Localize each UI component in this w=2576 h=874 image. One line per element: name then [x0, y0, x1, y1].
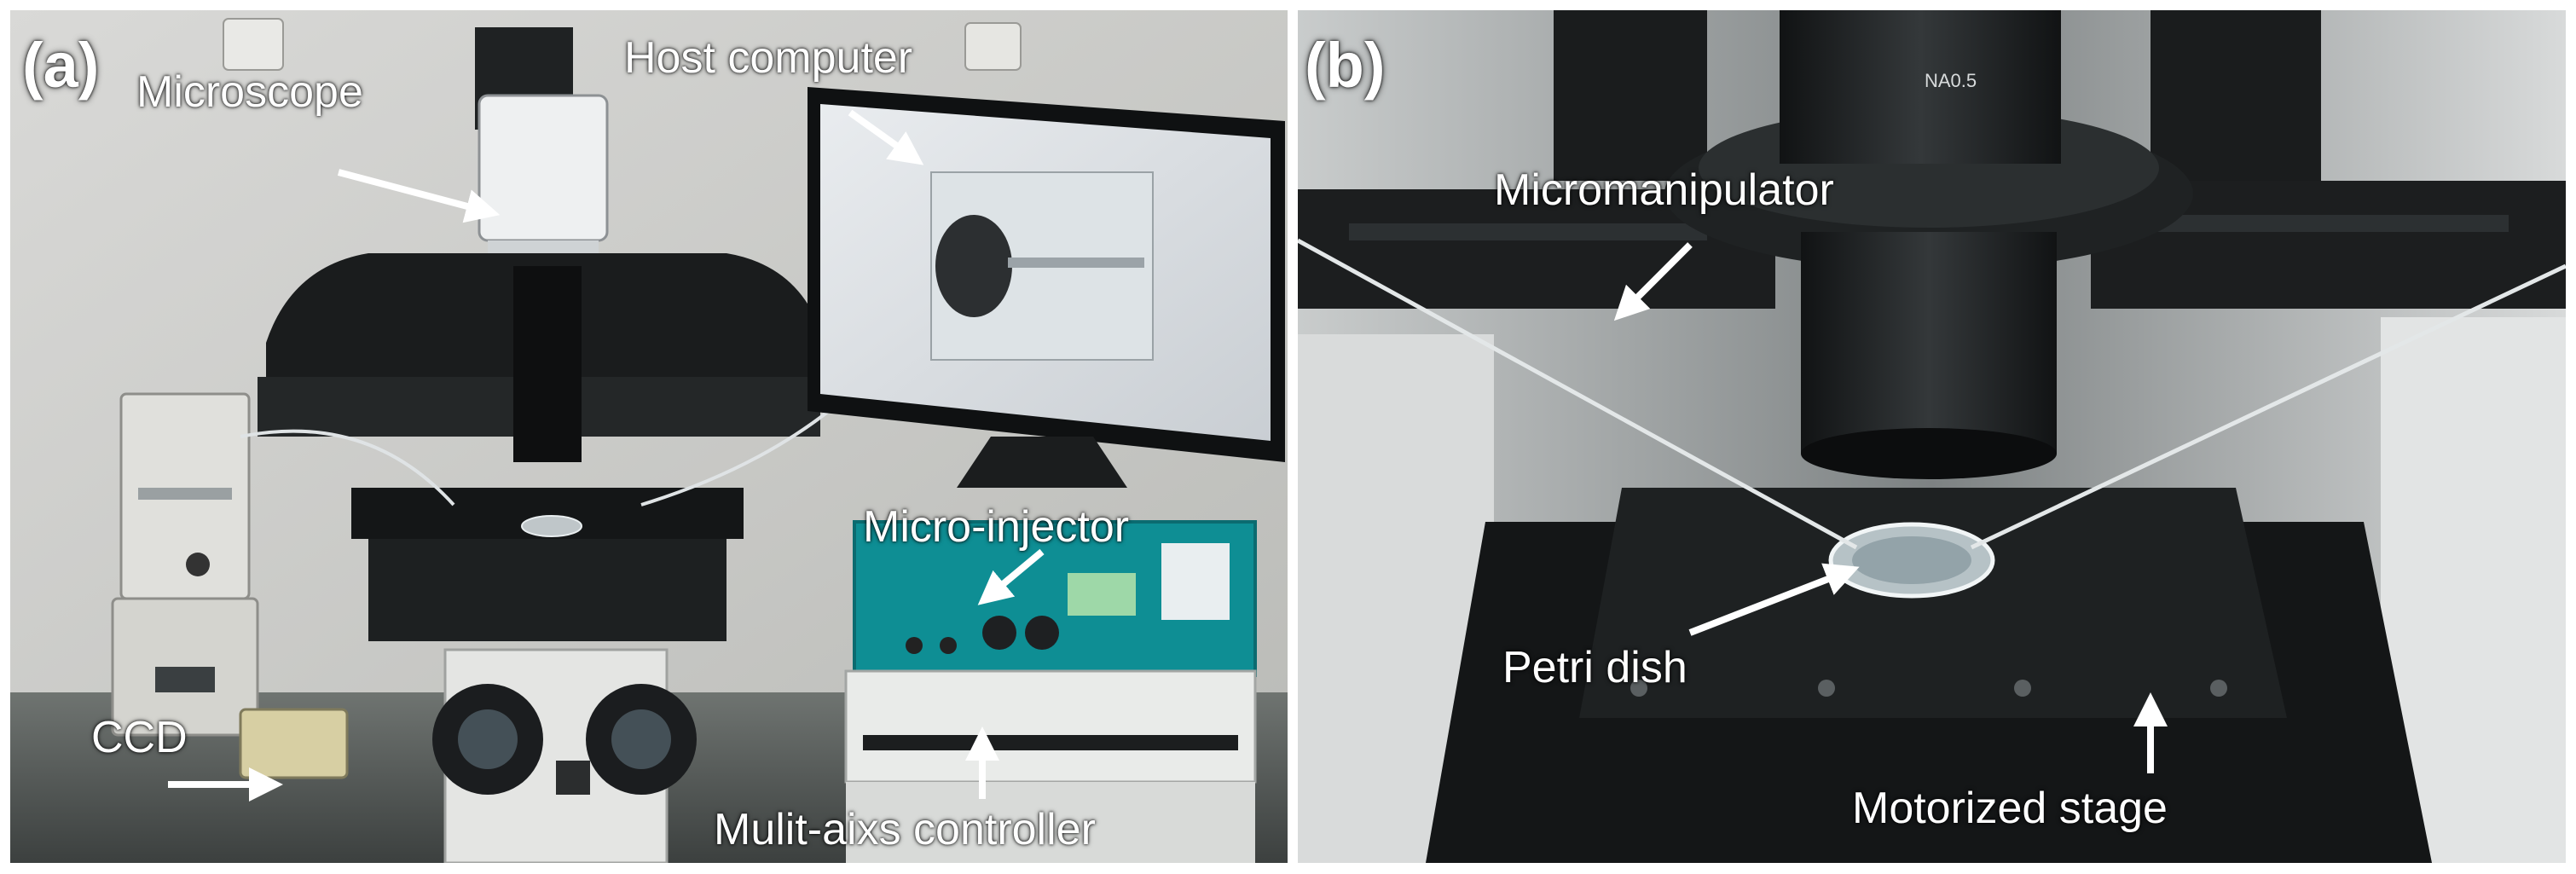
label-motorized-stage: Motorized stage [1852, 784, 2168, 833]
label-ccd: CCD [91, 713, 188, 762]
label-microscope: Microscope [136, 67, 363, 117]
label-multi-axis-controller: Mulit-aixs controller [714, 805, 1096, 854]
panel-a-photo: (a) Microscope Host computer Micro-injec… [10, 10, 1288, 863]
lab-setup-photo-a [10, 10, 1288, 863]
panel-label-a: (a) [22, 30, 100, 101]
ccd-camera [239, 708, 349, 779]
label-micro-injector: Micro-injector [863, 502, 1130, 552]
panel-b-photo: NA0.5 (b) Micromanipulator Petri dish Mo… [1298, 10, 2566, 863]
label-micromanipulator: Micromanipulator [1494, 165, 1834, 215]
lab-setup-photo-b: NA0.5 [1298, 10, 2566, 863]
microscope-head [478, 94, 609, 242]
label-host-computer: Host computer [624, 33, 913, 83]
objective-lens [1801, 232, 2057, 454]
multi-axis-controller-unit [844, 669, 1257, 784]
panel-label-b: (b) [1305, 30, 1386, 101]
label-petri-dish: Petri dish [1502, 643, 1687, 692]
objective-marking: NA0.5 [1925, 70, 1977, 91]
